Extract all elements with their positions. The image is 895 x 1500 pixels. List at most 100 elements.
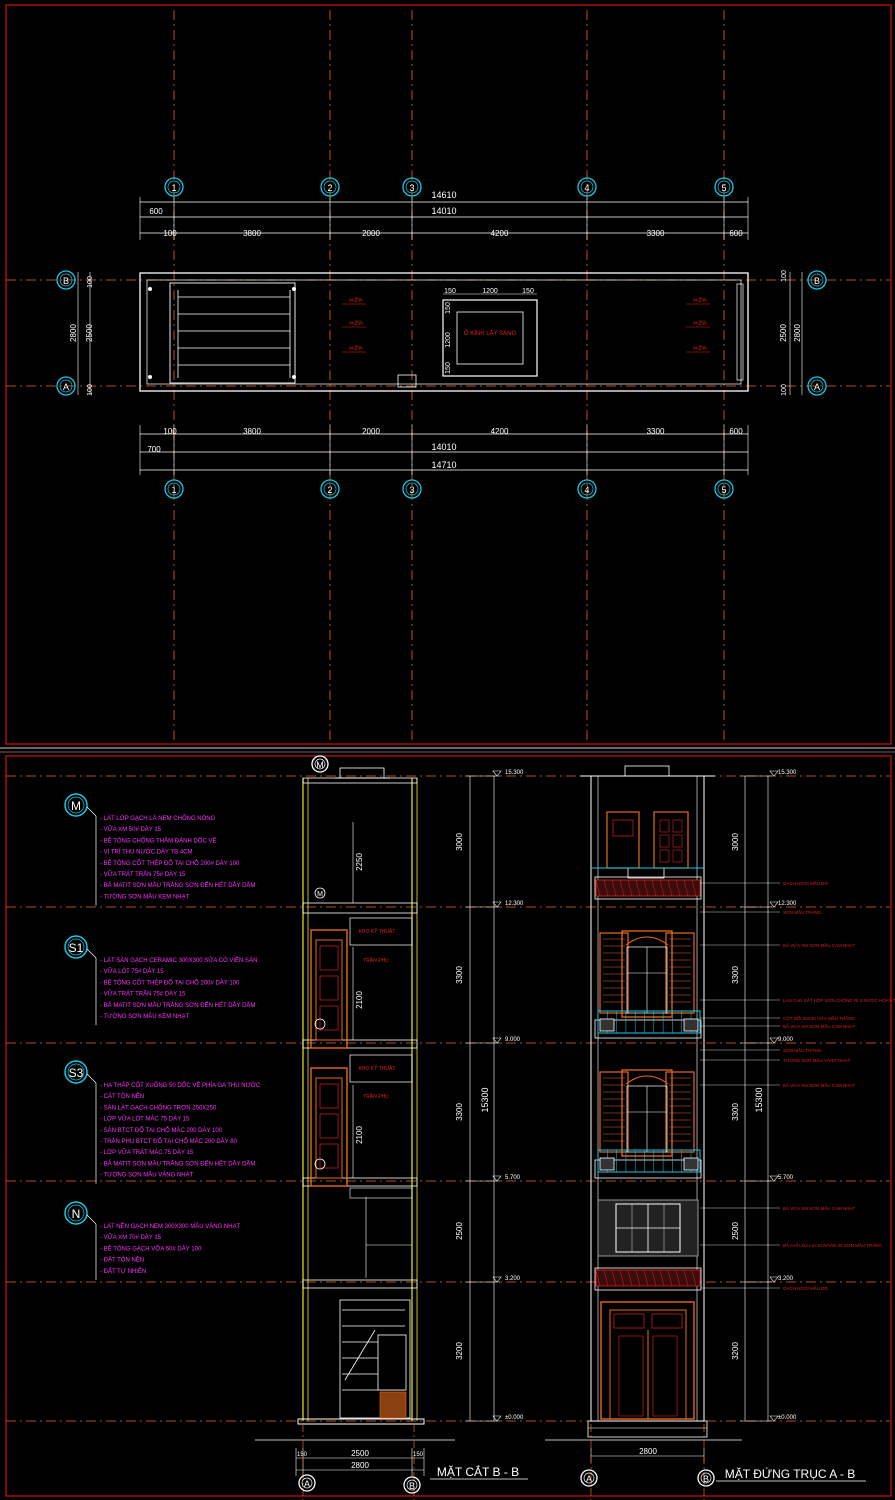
dim-span: 4200 xyxy=(491,427,509,436)
axis-bubble-top-label: 4 xyxy=(584,183,589,193)
axis-bubble-bottom-inner xyxy=(580,482,594,496)
tile-line xyxy=(603,879,609,897)
column-dot xyxy=(148,287,152,291)
elevation-note: BẢ VỮA XM SƠN MẦU CAM NHẠT xyxy=(783,1023,855,1029)
floor-band xyxy=(594,1019,702,1039)
section-height-dim: 3300 xyxy=(455,1103,464,1121)
finish-legend: M- LÁT LỚP GẠCH LÁ NEM CHỐNG NÓNG- VỮA X… xyxy=(64,793,261,1280)
legend-marker-circle xyxy=(64,935,88,959)
axis-bubble-bottom-label: 3 xyxy=(409,485,414,495)
tile-line xyxy=(659,1269,665,1287)
skylight-frame xyxy=(442,299,538,377)
axis-bubble-top-label: 1 xyxy=(171,183,176,193)
dim-side-inner: 2500 xyxy=(85,324,94,342)
dim-overall: 14610 xyxy=(431,190,456,200)
tile-line xyxy=(619,1269,625,1287)
legend-marker-inner xyxy=(67,938,85,956)
section-slab xyxy=(302,777,418,784)
legend-marker-circle xyxy=(64,1060,88,1084)
tile-line xyxy=(603,1269,609,1287)
legend-item: - VỮA XM 70# DÀY 15 xyxy=(100,1234,162,1241)
tile-line xyxy=(683,1269,689,1287)
legend-item: - CÁT TÔN NỀN xyxy=(100,1093,144,1100)
top-door xyxy=(606,811,640,869)
elevation-note: GẠCH NGÓI MẦU ĐỎ xyxy=(783,880,829,886)
tile-line xyxy=(691,879,697,897)
section-title: MẶT CẮT B - B xyxy=(437,1464,519,1479)
axis-bubble-bottom-label: 5 xyxy=(721,485,726,495)
axis-bubble-bottom-circle xyxy=(320,479,340,499)
elevation-axis-bubble-label: A xyxy=(586,1474,592,1484)
planter xyxy=(683,1157,699,1171)
section-axis-bubble-circle xyxy=(403,1476,421,1494)
elevation-axis-bubble-circle xyxy=(697,1469,715,1487)
legend-item: - TƯỜNG SƠN MẦU KEM NHẠT xyxy=(100,1013,190,1020)
balcony-railing xyxy=(597,1149,701,1173)
window-frame xyxy=(621,1069,673,1157)
legend-item: - VỮA XM 50# DÀY 15 xyxy=(100,826,162,833)
level-mark xyxy=(769,1037,779,1044)
axis-bubble-left-circle xyxy=(56,376,76,396)
tile-line xyxy=(635,1269,641,1287)
legend-item: - BÊ TÔNG CỐT THÉP ĐỔ TẠI CHỖ 200# DÀY 1… xyxy=(100,859,240,867)
tile-line xyxy=(611,1269,617,1287)
elevation-total-height: 15300 xyxy=(754,1087,764,1112)
tile-line xyxy=(675,1269,681,1287)
axis-bubble-left-label: B xyxy=(63,276,69,286)
elevation-width: 2800 xyxy=(639,1447,657,1456)
axis-bubble-bottom-inner xyxy=(323,482,337,496)
axis-bubble-bottom-label: 4 xyxy=(584,485,589,495)
axis-bubble-bottom-inner xyxy=(717,482,731,496)
shutter-right xyxy=(665,1071,695,1153)
dim-span: 4200 xyxy=(491,229,509,238)
beam xyxy=(349,1187,413,1199)
top-door xyxy=(653,811,689,869)
dim-left: 600 xyxy=(149,207,163,216)
planter xyxy=(599,1018,615,1032)
axis-bubble-bottom-label: 2 xyxy=(327,485,332,495)
section-inner-dim: 2250 xyxy=(355,853,364,871)
level-mark xyxy=(769,1175,779,1182)
transom-panel xyxy=(651,1313,683,1329)
dim-left: 700 xyxy=(147,445,161,454)
axis-bubble-bottom-label: 1 xyxy=(171,485,176,495)
legend-marker-code: N xyxy=(72,1207,81,1221)
door-leaf xyxy=(315,1077,343,1179)
dim-side-end: 100 xyxy=(87,276,94,288)
dim-side-end: 100 xyxy=(87,384,94,396)
top-door-panel xyxy=(659,834,670,848)
axis-bubble-top-inner xyxy=(167,180,181,194)
stair-door xyxy=(377,1334,407,1391)
skylight-dim: 150 xyxy=(522,288,534,295)
tile-line xyxy=(691,1269,697,1287)
door-frame xyxy=(310,1067,348,1187)
column-dot xyxy=(292,287,296,291)
elevation-note: BẢ VỮA XM SƠN MẦU CAM NHẠT xyxy=(783,1082,855,1088)
section-inner-dim: 2100 xyxy=(355,991,364,1009)
elevation-note: SƠN MẦU TRẮNG xyxy=(783,1046,822,1053)
door-glass xyxy=(618,1335,644,1417)
elevation-axis-bubble-circle xyxy=(580,1469,598,1487)
roof-outline xyxy=(139,272,749,392)
sheet-border-bottom xyxy=(5,755,892,1497)
slope-label: i=2% xyxy=(693,298,707,304)
tile-line xyxy=(675,879,681,897)
tile-line xyxy=(683,879,689,897)
elevation-height-dim: 3000 xyxy=(731,833,740,851)
roof-parapet xyxy=(624,765,670,777)
elevation-level: ±0.000 xyxy=(778,1415,797,1421)
ground-slab xyxy=(297,1418,425,1425)
tile-line xyxy=(595,879,601,897)
tile-line xyxy=(619,879,625,897)
dim-right: 600 xyxy=(729,229,743,238)
door-frame xyxy=(310,929,348,1049)
legend-marker-code: S3 xyxy=(69,1066,84,1080)
section-height-dim: 2500 xyxy=(455,1222,464,1240)
axis-bubble-bottom-circle xyxy=(164,479,184,499)
legend-marker-inner xyxy=(67,796,85,814)
level-mark xyxy=(492,1415,502,1422)
elevation-note: BẢ VỮA XM SƠN MẦU CAM NHẠT xyxy=(783,942,855,948)
legend-item: - VỮA LÓT 75# DÀY 15 xyxy=(100,968,164,975)
section-axis-bubble-circle xyxy=(298,1474,316,1492)
legend-item: - BÊ TÔNG GẠCH VỠA 50# DÀY 100 xyxy=(100,1244,202,1252)
